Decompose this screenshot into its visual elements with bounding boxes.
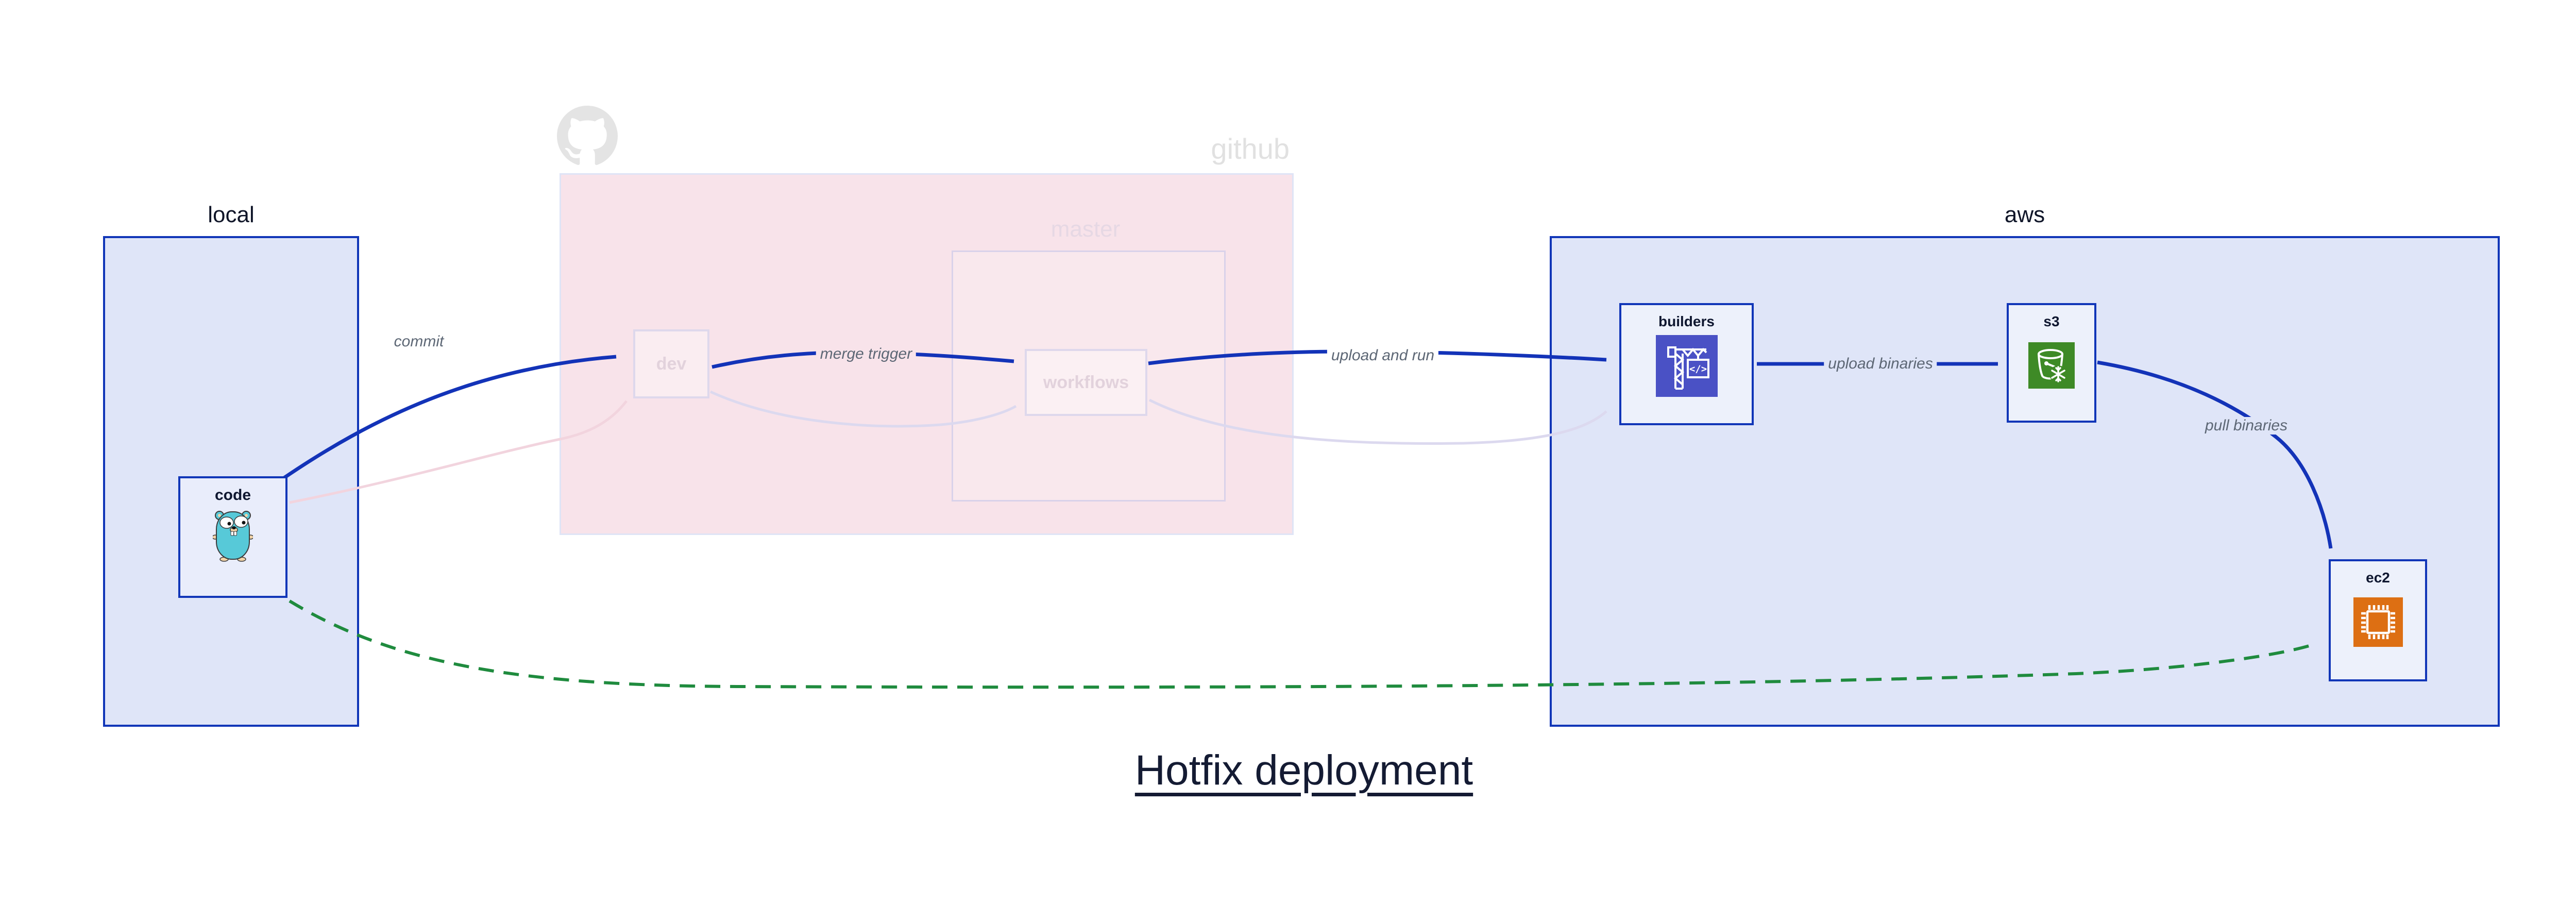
edge-hotfix-dashed — [289, 599, 2315, 689]
node-label-code: code — [214, 487, 251, 504]
diagram-title: Hotfix deployment — [1134, 747, 1473, 794]
box-label-master: master — [1050, 216, 1121, 242]
codebuild-crane-icon: </> — [1655, 335, 1718, 397]
edge-label-merge-trigger: merge trigger — [816, 345, 917, 363]
node-dev: dev — [633, 329, 709, 398]
node-workflows: workflows — [1025, 349, 1147, 416]
edge-label-commit: commit — [389, 333, 448, 350]
s3-glacier-bucket-icon — [2028, 342, 2075, 389]
edge-commit — [281, 355, 617, 481]
box-master-branch — [952, 250, 1226, 502]
github-octocat-icon — [557, 106, 618, 165]
edge-label-upload-binaries: upload binaries — [1824, 355, 1937, 373]
edge-label-upload-and-run: upload and run — [1327, 347, 1439, 364]
node-builders: builders </> — [1619, 303, 1754, 425]
cluster-label-github: github — [1211, 132, 1290, 165]
node-ec2: ec2 — [2329, 559, 2427, 681]
node-label-s3: s3 — [2043, 313, 2060, 329]
node-label-dev: dev — [656, 354, 687, 374]
edge-label-pull-binaries: pull binaries — [2200, 417, 2292, 435]
cluster-github — [560, 173, 1294, 535]
svg-text:</>: </> — [1689, 363, 1706, 375]
node-s3: s3 — [2007, 303, 2096, 423]
cluster-label-local: local — [208, 202, 255, 227]
go-gopher-icon — [213, 511, 253, 562]
edge-pull-binaries — [2097, 360, 2333, 549]
edge-faded-upload-run — [1148, 398, 1607, 445]
node-label-ec2: ec2 — [2366, 570, 2390, 586]
node-code: code — [178, 476, 287, 598]
cluster-label-aws: aws — [2004, 202, 2045, 227]
node-label-builders: builders — [1658, 313, 1715, 329]
edge-faded-merge — [709, 390, 1017, 428]
edge-faded-commit — [289, 400, 628, 504]
ec2-chip-icon — [2353, 597, 2403, 647]
node-label-workflows: workflows — [1043, 372, 1129, 392]
